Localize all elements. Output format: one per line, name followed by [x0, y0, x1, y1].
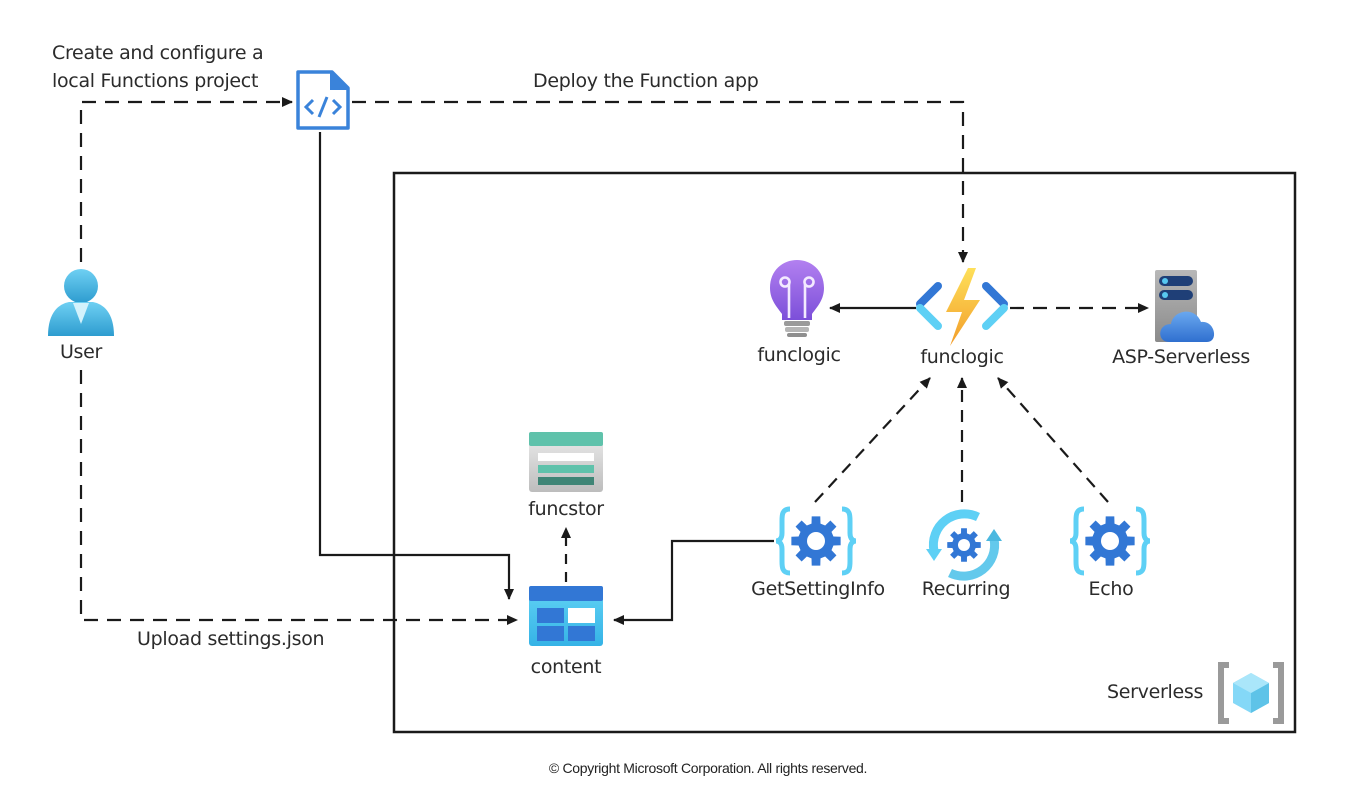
annotation-create-project-line2: local Functions project — [52, 70, 259, 92]
copyright-notice: © Copyright Microsoft Corporation. All r… — [548, 760, 868, 776]
annotation-deploy: Deploy the Function app — [533, 70, 759, 92]
resource-group-icon — [1218, 662, 1284, 724]
app-service-plan-icon — [1155, 270, 1215, 342]
function-icon-echo — [1069, 506, 1151, 576]
edge-user-to-code-file — [79, 97, 293, 262]
gear-hole — [958, 539, 970, 551]
resource-group-frame — [392, 171, 1297, 734]
edge-echo-to-function-app — [997, 377, 1109, 503]
node-label-recurring: Recurring — [921, 578, 1011, 600]
node-label-storage-account: funcstor — [528, 498, 604, 520]
application-insights-icon — [770, 260, 824, 337]
node-label-user: User — [59, 341, 103, 363]
edge-getsettinginfo-to-content — [613, 539, 774, 625]
edge-user-to-content — [79, 370, 518, 625]
node-label-app-insights: funclogic — [757, 344, 841, 366]
code-file-icon — [296, 70, 350, 130]
edge-code-file-to-function-app — [352, 100, 968, 263]
edges — [79, 97, 1149, 625]
gear-hole — [807, 532, 825, 550]
edge-getsettinginfo-to-function-app — [814, 377, 931, 503]
node-label-blob-container: content — [530, 656, 602, 678]
function-icon-getsettinginfo — [775, 506, 857, 576]
node-label-function-app: funclogic — [920, 346, 1004, 368]
node-label-getsettinginfo: GetSettingInfo — [751, 578, 885, 600]
function-app-icon — [916, 268, 1008, 346]
annotation-upload: Upload settings.json — [137, 628, 325, 650]
annotation-create-project-line1: Create and configure a — [52, 42, 264, 64]
storage-container-icon — [529, 586, 603, 646]
storage-account-icon — [529, 432, 603, 492]
edge-code-file-to-content — [318, 132, 514, 600]
user-icon — [48, 269, 114, 336]
resource-group-label: Serverless — [1107, 681, 1204, 703]
gear-hole — [1101, 532, 1119, 550]
timer-function-icon-recurring — [926, 509, 1002, 581]
node-label-app-service-plan: ASP-Serverless — [1112, 346, 1250, 368]
node-label-echo: Echo — [1088, 578, 1134, 600]
